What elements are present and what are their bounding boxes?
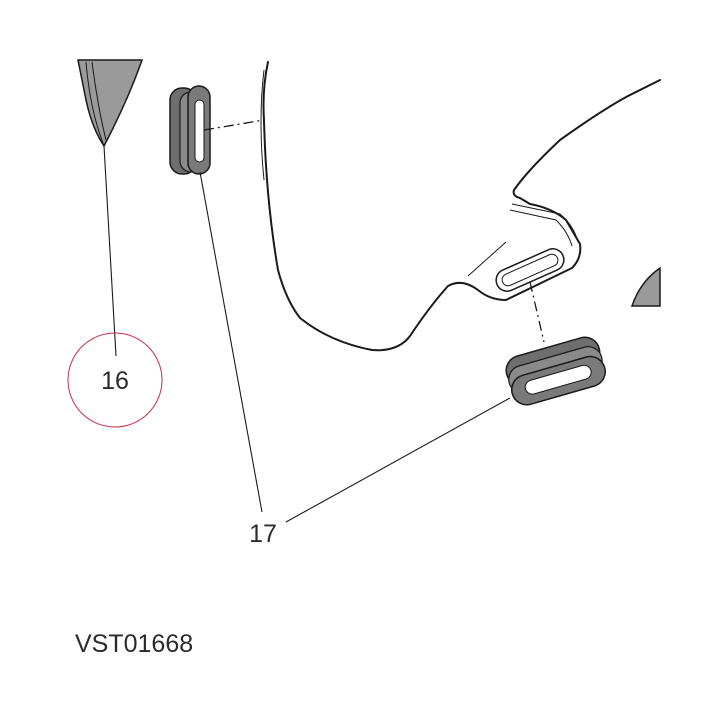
- main-bracket-outline: [262, 61, 661, 352]
- part-17-grommet-lower[interactable]: [503, 334, 609, 409]
- lower-grommet-centerline: [529, 281, 545, 343]
- leader-17-lower: [285, 397, 511, 523]
- bracket-slot: [495, 248, 565, 292]
- part-17-grommet-upper[interactable]: [169, 85, 211, 175]
- bracket-fold-line: [467, 241, 507, 277]
- bracket-flange-lip: [511, 203, 579, 243]
- bracket-slot-inner: [501, 253, 559, 287]
- bracket-flange-lip-2: [509, 209, 573, 247]
- part-16-panel-shade: [77, 59, 144, 148]
- part-16-panel[interactable]: [77, 59, 144, 148]
- main-bracket: [260, 61, 661, 352]
- callout-17-label: 17: [249, 520, 277, 548]
- callout-16-highlight-circle: [67, 332, 163, 428]
- grommet-upper-hole: [194, 99, 205, 163]
- leader-16: [103, 145, 117, 357]
- reference-code: VST01668: [75, 630, 193, 658]
- leader-17-upper: [199, 171, 263, 513]
- upper-grommet-centerline: [203, 119, 265, 131]
- part-16-panel-edge-inner: [91, 61, 107, 141]
- grommet-lower-hole: [524, 364, 592, 395]
- right-edge-panel-shade: [630, 266, 661, 307]
- main-bracket-inner-edge: [260, 69, 265, 181]
- part-16-panel-edge: [85, 61, 105, 147]
- callout-16-label: 16: [101, 367, 129, 395]
